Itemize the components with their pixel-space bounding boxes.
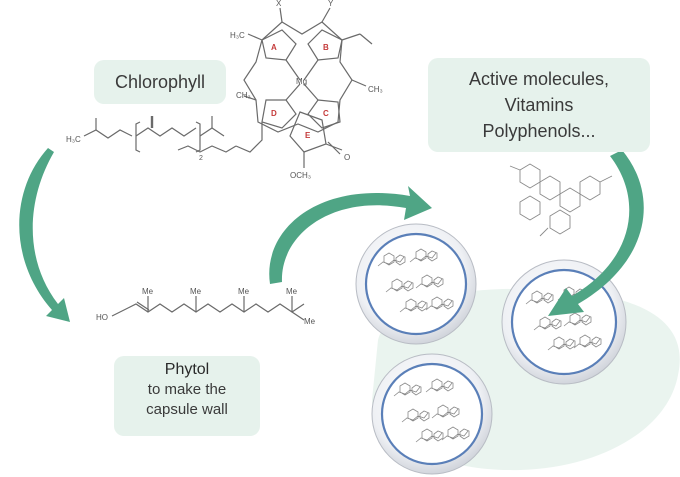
substituent-methyl-c: CH₃ bbox=[368, 85, 383, 94]
phytol-molecule bbox=[111, 296, 305, 321]
chlorophyll-atom-labels: X Y H₃C CH₃ CH₃ OCH₃ O Mg H₃C 2 bbox=[66, 0, 383, 180]
capsule-bottom-wall bbox=[380, 362, 484, 466]
phytol-hydroxyl: HO bbox=[96, 313, 108, 322]
phytol-methyl-1: Me bbox=[142, 287, 154, 296]
capsule-top-molecules bbox=[377, 248, 454, 313]
phytol-atom-labels: HO Me Me Me Me Me bbox=[96, 287, 316, 326]
substituent-ome: OCH₃ bbox=[290, 171, 311, 180]
ring-e-label: E bbox=[305, 131, 311, 140]
capsule-top-wall bbox=[364, 232, 468, 336]
chain-repeat-subscript: 2 bbox=[199, 155, 203, 162]
arrow-phytol-to-capsule bbox=[269, 186, 432, 284]
phytol-methyl-3: Me bbox=[238, 287, 250, 296]
capsule-top bbox=[355, 223, 477, 345]
arrow-active-to-capsule bbox=[548, 150, 644, 316]
substituent-methyl-a: H₃C bbox=[230, 31, 245, 40]
ring-c-label: C bbox=[323, 109, 329, 118]
phytol-desc-line-2: capsule wall bbox=[146, 401, 228, 418]
active-line-2: Vitamins bbox=[504, 95, 574, 115]
ring-a-label: A bbox=[271, 43, 277, 52]
ring-d-label: D bbox=[271, 109, 277, 118]
phytol-title: Phytol bbox=[164, 361, 210, 378]
phytol-methyl-4: Me bbox=[286, 287, 298, 296]
substituent-ketone: O bbox=[344, 153, 350, 162]
substituent-y: Y bbox=[328, 0, 334, 8]
chlorophyll-ring-labels: A B C D E bbox=[271, 43, 329, 140]
arrows bbox=[19, 148, 644, 322]
phytol-methyl-5: Me bbox=[304, 317, 316, 326]
substituent-methyl-d: CH₃ bbox=[236, 91, 251, 100]
active-molecules-label: Active molecules, Vitamins Polyphenols..… bbox=[428, 58, 650, 152]
phytol-label: Phytol to make the capsule wall bbox=[114, 356, 260, 436]
active-line-3: Polyphenols... bbox=[482, 121, 596, 141]
chain-end: H₃C bbox=[66, 135, 81, 144]
capsule-bottom bbox=[371, 353, 493, 475]
metal-center: Mg bbox=[296, 77, 307, 86]
phytol-desc-line-1: to make the bbox=[147, 381, 227, 398]
phytol-methyl-2: Me bbox=[190, 287, 202, 296]
arrow-chlorophyll-to-phytol bbox=[19, 148, 71, 322]
capsule-right-molecules bbox=[525, 286, 602, 351]
chlorophyll-label: Chlorophyll bbox=[94, 60, 226, 104]
ring-b-label: B bbox=[323, 43, 329, 52]
active-line-1: Active molecules, bbox=[468, 69, 610, 89]
active-molecules-structure bbox=[509, 163, 613, 237]
chlorophyll-text: Chlorophyll bbox=[114, 72, 206, 92]
capsules-group bbox=[355, 223, 627, 475]
capsule-bottom-molecules bbox=[393, 378, 470, 443]
chlorophyll-molecule bbox=[83, 7, 373, 168]
substituent-x: X bbox=[276, 0, 282, 8]
